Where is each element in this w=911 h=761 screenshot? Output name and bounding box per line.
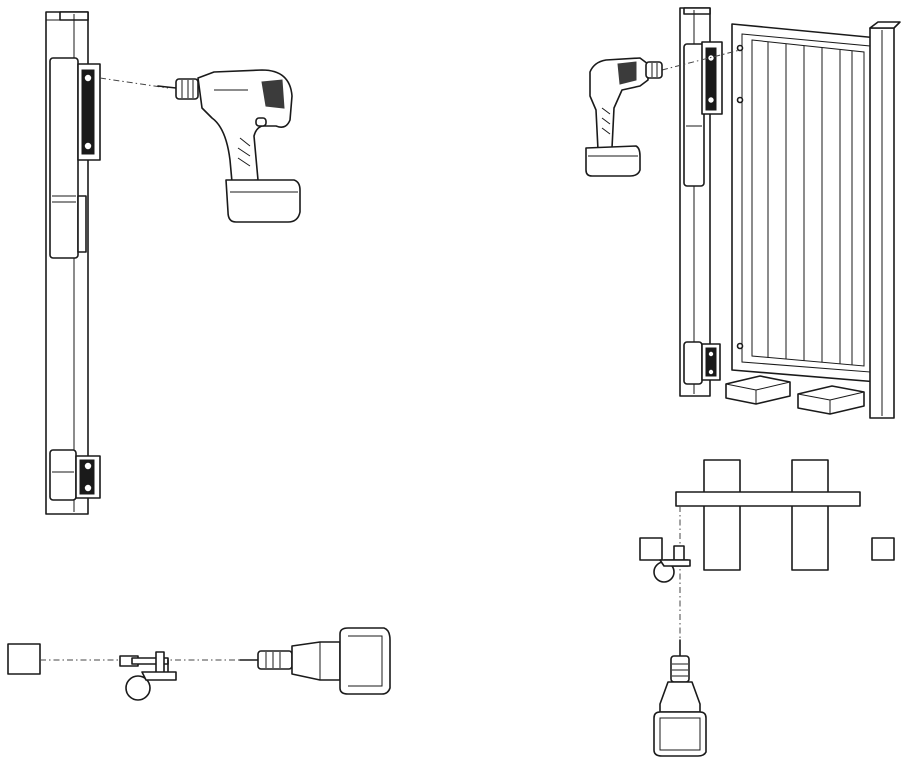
wood-block-icon bbox=[703, 459, 741, 571]
panel-post-hinge-drilling bbox=[45, 11, 301, 515]
hinge-icon bbox=[49, 57, 101, 259]
cordless-drill-icon bbox=[157, 69, 301, 223]
post-icon bbox=[7, 643, 41, 675]
post-icon bbox=[871, 537, 895, 561]
wood-block-icon bbox=[725, 375, 791, 405]
drill-axis-dashed-line bbox=[99, 77, 169, 89]
hinge-icon bbox=[683, 41, 723, 187]
cordless-drill-icon bbox=[239, 627, 391, 695]
cordless-drill-icon bbox=[653, 639, 707, 757]
hinge-icon bbox=[119, 651, 177, 701]
hinge-icon bbox=[653, 545, 691, 583]
gate-icon bbox=[731, 23, 879, 383]
gate-icon bbox=[675, 491, 861, 507]
wood-block-icon bbox=[797, 385, 865, 415]
panel-gate-hinge-drilling-plan bbox=[639, 459, 895, 757]
hinge-icon bbox=[49, 449, 101, 501]
panel-gate-hinge-drilling bbox=[585, 7, 901, 419]
panel-post-hinge-drilling-plan bbox=[7, 627, 391, 701]
post-icon bbox=[639, 537, 663, 561]
cordless-drill-icon bbox=[585, 57, 663, 177]
post-icon bbox=[869, 21, 901, 419]
hinge-icon bbox=[683, 341, 721, 385]
wood-block-icon bbox=[791, 459, 829, 571]
